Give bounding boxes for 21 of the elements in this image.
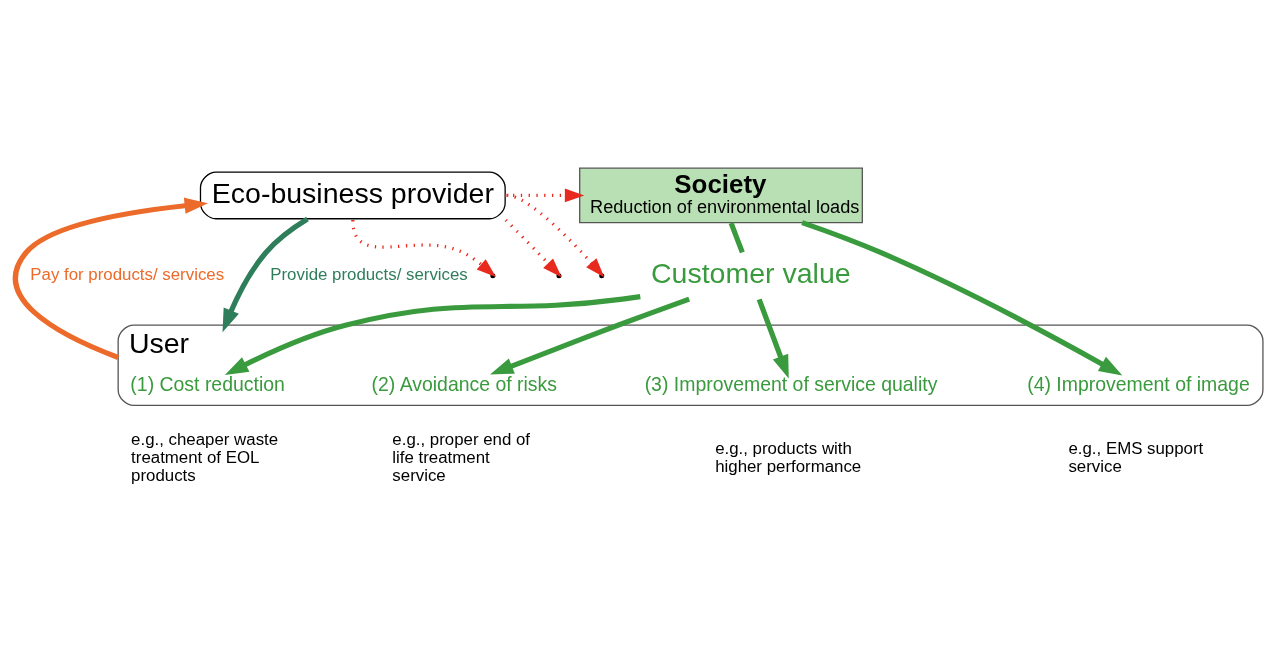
arrow bbox=[756, 297, 789, 379]
edge-label: Provide products/ services bbox=[270, 264, 468, 284]
arrow bbox=[490, 296, 691, 375]
arrow bbox=[801, 219, 1123, 375]
node-label: e.g., cheaper waste treatment of EOL products bbox=[131, 429, 279, 485]
node-text: (1) Cost reduction bbox=[130, 372, 285, 395]
node-box: Eco-business provider bbox=[199, 170, 506, 219]
node-label: e.g., EMS support service bbox=[1068, 438, 1204, 476]
node-text: (3) Improvement of service quality bbox=[644, 372, 938, 395]
arrow bbox=[224, 293, 641, 375]
node-text: Customer value bbox=[650, 256, 851, 289]
node-text: (2) Avoidance of risks bbox=[371, 372, 558, 395]
node-box: Society Reduction of environmental loads bbox=[579, 167, 863, 223]
arrow bbox=[222, 216, 309, 332]
arrow bbox=[505, 188, 585, 202]
connector bbox=[728, 221, 745, 253]
edge-label: Pay for products/ services bbox=[30, 264, 225, 284]
node-text: (4) Improvement of image bbox=[1027, 372, 1250, 395]
node-label: e.g., products with higher performance bbox=[715, 438, 862, 476]
node-label: e.g., proper end of life treatment service bbox=[392, 429, 531, 485]
arrow bbox=[13, 197, 208, 360]
